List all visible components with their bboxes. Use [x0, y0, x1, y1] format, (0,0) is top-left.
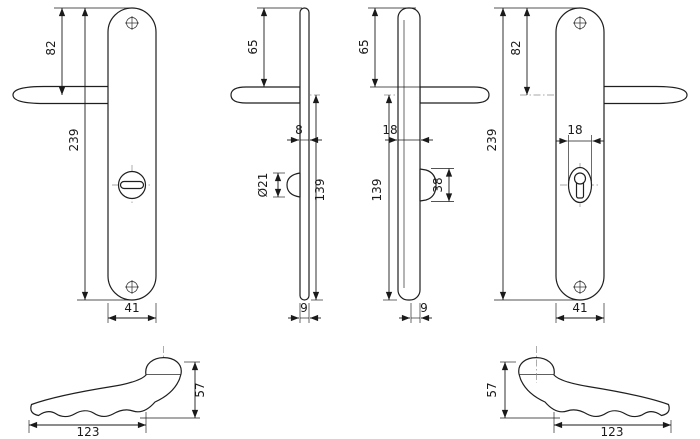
backplate-profile [397, 7, 421, 301]
front-view-left: 82 239 41 [12, 7, 157, 323]
dim-18-cylinder: 18 [556, 123, 604, 181]
dim-239-right: 239 [485, 7, 582, 301]
dim-139-left: 139 [311, 95, 327, 301]
dim-label-38: 38 [431, 177, 445, 192]
screw-bottom-icon [125, 280, 139, 294]
lever-handle-profile [230, 86, 301, 104]
dim-label-82-right: 82 [509, 40, 523, 55]
profile-cylinder [560, 163, 600, 207]
dim-label-239-left: 239 [67, 129, 81, 152]
wc-thumbturn [112, 165, 152, 205]
dim-diameter-21: Ø21 [256, 173, 285, 198]
dim-57-right: 57 [485, 361, 560, 419]
dim-82-right: 82 [509, 8, 531, 95]
thumbturn-knob-profile [286, 172, 301, 198]
dim-139-right: 139 [370, 95, 397, 301]
dim-label-diameter-21: Ø21 [256, 173, 270, 198]
dim-label-123-left: 123 [77, 425, 100, 439]
dim-239-left: 239 [67, 8, 130, 301]
dim-123-left: 123 [28, 412, 147, 439]
dim-label-139-left: 139 [313, 179, 327, 202]
keyhole-circle [573, 172, 587, 185]
lever-handle [12, 85, 115, 105]
dim-label-239-right: 239 [485, 129, 499, 152]
dim-123-right: 123 [553, 412, 672, 439]
dim-65-left: 65 [246, 7, 302, 87]
screw-top-icon [125, 16, 139, 30]
dim-label-65-right: 65 [357, 39, 371, 54]
handle-top-view-left: 57 123 [28, 346, 207, 439]
backplate-profile [299, 7, 310, 301]
side-view-right: 65 18 139 38 9 [357, 7, 490, 323]
dim-label-57-right: 57 [485, 382, 499, 397]
dim-82-left: 82 [44, 7, 130, 95]
dim-9-left: 9 [288, 301, 321, 323]
lever-handle-profile [419, 86, 490, 104]
dim-label-82-left: 82 [44, 40, 58, 55]
dim-label-41-right: 41 [572, 301, 587, 315]
lever-handle-top-view [30, 357, 182, 418]
dim-label-41-left: 41 [124, 301, 139, 315]
thumbturn-wing-profile [419, 168, 437, 202]
side-view-left: 65 8 Ø21 139 9 [230, 7, 327, 323]
dim-label-8: 8 [295, 123, 303, 137]
mirrored-handle-shape [518, 357, 670, 418]
screw-bottom-icon [573, 280, 587, 294]
dim-38: 38 [431, 168, 454, 202]
dim-41-right: 41 [555, 301, 605, 323]
dim-label-57-left: 57 [193, 382, 207, 397]
screw-top-icon [573, 16, 587, 30]
dim-label-9-left: 9 [300, 301, 308, 315]
backplate-outline [555, 7, 605, 301]
front-view-right: 239 82 18 41 [485, 7, 688, 323]
lever-handle [587, 85, 688, 105]
dim-label-9-right: 9 [420, 301, 428, 315]
dim-label-123-right: 123 [601, 425, 624, 439]
dim-57-left: 57 [140, 361, 207, 419]
dim-65-right: 65 [357, 7, 420, 88]
dim-label-139-right: 139 [370, 179, 384, 202]
backplate-outline [107, 7, 157, 301]
dim-8: 8 [287, 123, 322, 144]
dim-label-18-plate: 18 [382, 123, 397, 137]
dim-label-65-left: 65 [246, 39, 260, 54]
handle-top-view-right: 57 123 [485, 346, 672, 439]
dim-label-18-cylinder: 18 [567, 123, 582, 137]
dim-9-right: 9 [399, 301, 432, 323]
dim-41-left: 41 [107, 301, 157, 323]
